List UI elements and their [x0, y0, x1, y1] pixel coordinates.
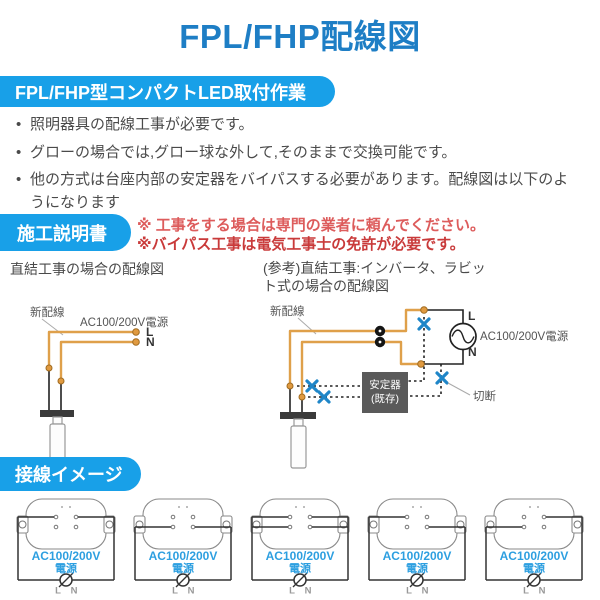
connection-image-row: AC100/200V 電源 L N: [0, 496, 600, 596]
power-source-symbol: [409, 572, 425, 588]
terminal-n-label: N: [539, 586, 546, 597]
connection-diagram-3: AC100/200V 電源 L N: [250, 498, 350, 597]
lamp-base: [133, 498, 233, 550]
terminal-l-label: L: [172, 586, 178, 597]
lamp-socket: [280, 412, 316, 469]
warning-line: ※バイパス工事は電気工事士の免許が必要です。: [137, 236, 465, 253]
terminal-l-label: L: [55, 586, 61, 597]
warning-notes: ※ 工事をする場合は専門の業者に頼んでください。 ※バイパス工事は電気工事士の免…: [137, 216, 485, 254]
banner-label: 施工説明書: [17, 223, 107, 244]
terminal-l-label: L: [468, 309, 475, 323]
page-title: FPL/FHP配線図: [179, 18, 421, 55]
wiring-loop: [485, 516, 583, 581]
ballast-box: 安定器 (既存): [362, 372, 408, 413]
power-source-symbol: [58, 572, 74, 588]
terminal-n-label: N: [422, 586, 429, 597]
power-label: AC100/200V: [383, 549, 452, 563]
connection-dots: [45, 328, 140, 385]
new-wiring-label: 新配線: [30, 305, 65, 319]
ballast-label: 安定器: [369, 378, 401, 391]
power-label: AC100/200V電源: [80, 315, 169, 329]
connection-diagram-5: AC100/200V 電源 L N: [484, 498, 584, 597]
power-source-symbol: [292, 572, 308, 588]
new-wire-l: [288, 308, 424, 386]
connection-diagram-1: AC100/200V 電源 L N: [16, 498, 116, 597]
terminal-n-label: N: [468, 345, 477, 359]
connection-diagram-2: AC100/200V 電源 L N: [133, 498, 233, 597]
lamp-base: [484, 498, 584, 550]
banner-label: 接線イメージ: [15, 465, 123, 485]
power-label: 電源: [523, 561, 545, 575]
cut-label: 切断: [473, 389, 496, 403]
ac-source-symbol: [449, 322, 477, 351]
instruction-list: 照明器具の配線工事が必要です。 グローの場合では,グロー球な外して,そのままで交…: [14, 114, 580, 219]
wire-nuts: [374, 325, 386, 348]
diagram-caption-left: 直結工事の場合の配線図: [10, 261, 164, 277]
terminal-n-label: N: [188, 586, 195, 597]
terminal-l-label: L: [289, 586, 295, 597]
power-label: 電源: [55, 561, 77, 575]
power-wire-n: [421, 350, 464, 365]
list-item: 照明器具の配線工事が必要です。: [14, 114, 580, 137]
power-label: 電源: [289, 561, 311, 575]
power-source-symbol: [526, 572, 542, 588]
power-label: AC100/200V: [500, 549, 569, 563]
terminal-l-label: L: [406, 586, 412, 597]
new-wire-n: [300, 340, 421, 397]
new-wire-n: [59, 340, 134, 381]
lamp-base: [250, 498, 350, 550]
new-wire-l: [47, 330, 134, 368]
wiring-diagram-bypass: 新配線 L N AC100/200V電源: [270, 304, 569, 469]
power-label: AC100/200V: [266, 549, 335, 563]
power-label: AC100/200V: [32, 549, 101, 563]
lamp-base: [367, 498, 467, 550]
wiring-loop: [134, 526, 232, 581]
connection-dots: [286, 306, 428, 401]
terminal-l-label: L: [146, 325, 153, 339]
old-wiring-dotted: [297, 317, 442, 398]
list-item: 他の方式は台座内部の安定器をバイパスする必要があります。配線図は以下のようになり…: [14, 169, 580, 214]
ballast-label: (既存): [371, 392, 399, 405]
terminal-l-label: L: [523, 586, 529, 597]
power-source-symbol: [175, 572, 191, 588]
list-item: グローの場合では,グロー球な外して,そのままで交換可能です。: [14, 142, 580, 165]
section-banner-installation: FPL/FHP型コンパクトLED取付作業: [0, 76, 335, 107]
wiring-loop: [17, 516, 115, 581]
lamp-leads: [48, 368, 62, 410]
terminal-n-label: N: [71, 586, 78, 597]
power-wire-l: [424, 309, 464, 323]
power-label: AC100/200V電源: [480, 329, 569, 343]
banner-label: FPL/FHP型コンパクトLED取付作業: [15, 82, 306, 103]
terminal-n-label: N: [305, 586, 312, 597]
connection-diagram-4: AC100/200V 電源 L N: [367, 498, 467, 597]
lamp-base: [16, 498, 116, 550]
terminal-n-label: N: [146, 335, 155, 349]
section-banner-connection: 接線イメージ: [0, 457, 141, 491]
new-wiring-label: 新配線: [270, 304, 305, 318]
wiring-loop: [251, 516, 349, 581]
section-banner-manual: 施工説明書: [0, 214, 131, 251]
power-label: AC100/200V: [149, 549, 218, 563]
power-label: 電源: [172, 561, 194, 575]
diagram-caption-right: (参考)直結工事:インバータ、ラビット式の場合の配線図: [263, 260, 486, 294]
warning-line: ※ 工事をする場合は専門の業者に頼んでください。: [137, 217, 486, 234]
power-label: 電源: [406, 561, 428, 575]
cut-x-marks: [305, 317, 449, 404]
wiring-diagram-direct: 新配線 AC100/200V電源 L N: [30, 305, 169, 469]
leader-line: [447, 382, 471, 396]
